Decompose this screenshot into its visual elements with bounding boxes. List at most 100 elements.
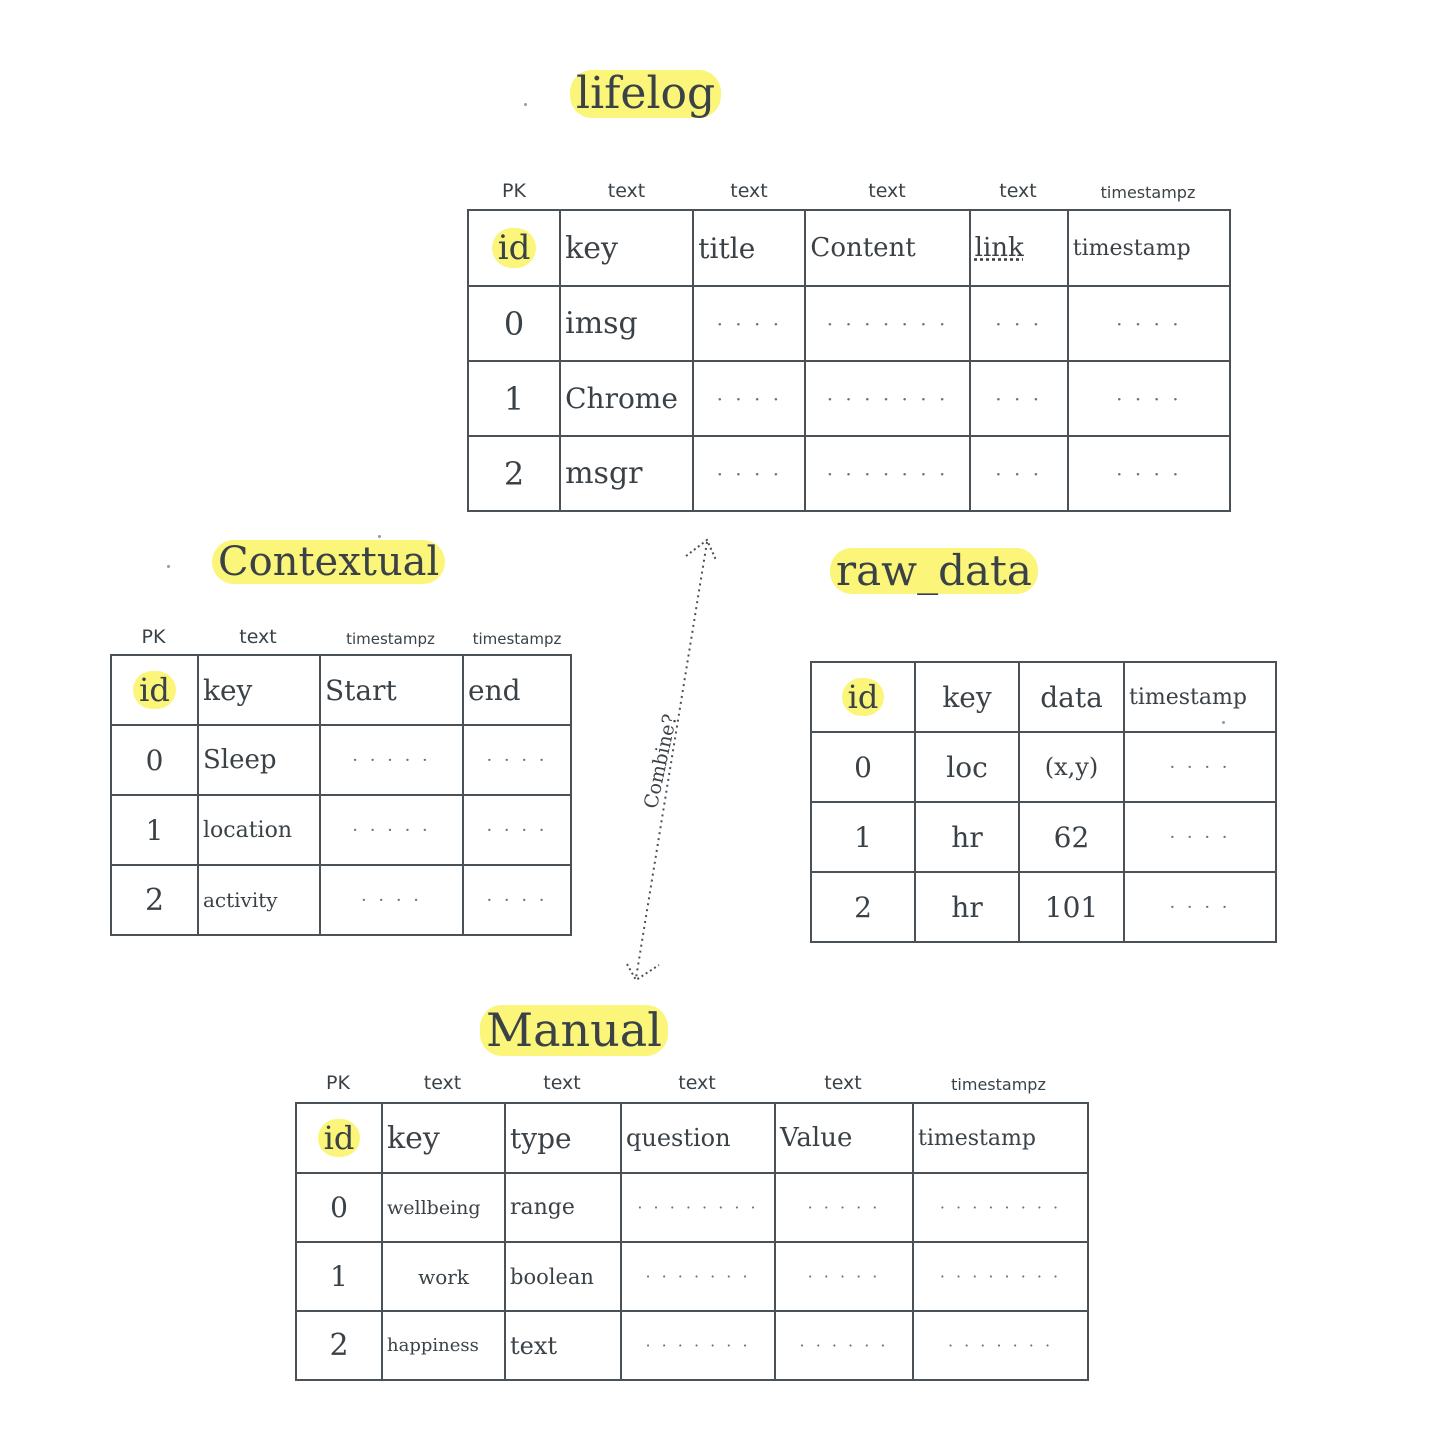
cell: 0 xyxy=(466,285,562,362)
type-label: timestampz xyxy=(951,1075,1046,1094)
cell: · · · · xyxy=(1066,285,1232,362)
column-header-data: data xyxy=(1018,661,1125,733)
table-row: 2 happiness text · · · · · · · · · · · ·… xyxy=(295,1310,1089,1381)
table-row: 2 activity · · · · · · · · xyxy=(110,864,572,936)
cell: · · · · xyxy=(692,435,807,512)
cell: · · · · · · · xyxy=(804,360,971,437)
combine-arrow-line xyxy=(635,541,708,979)
cell: 2 xyxy=(295,1310,383,1381)
column-header-value: Value xyxy=(774,1102,914,1174)
column-header-id: id xyxy=(110,654,199,726)
cell: hr xyxy=(914,871,1020,943)
cell: 101 xyxy=(1018,871,1125,943)
cell: · · · · · xyxy=(319,724,464,796)
cell: 0 xyxy=(110,724,199,796)
column-header-type: type xyxy=(504,1102,622,1174)
cell: · · · · xyxy=(692,285,807,362)
manual-table: id key type question Value timestamp 0 w… xyxy=(295,1102,1089,1381)
contextual-type-row: PK text timestampz timestampz xyxy=(110,626,572,648)
cell: · · · · xyxy=(1066,435,1232,512)
table-row: 1 work boolean · · · · · · · · · · · · ·… xyxy=(295,1241,1089,1312)
cell: · · · · · · · · xyxy=(912,1241,1089,1312)
cell: text xyxy=(504,1310,622,1381)
type-label: timestampz xyxy=(472,630,562,648)
cell: · · · · xyxy=(1123,871,1277,943)
cell: 2 xyxy=(110,864,199,936)
cell: loc xyxy=(914,731,1020,803)
lifelog-title: lifelog xyxy=(570,69,722,119)
cell: · · · · · xyxy=(319,794,464,866)
cell: (x,y) xyxy=(1018,731,1125,803)
column-header-id: id xyxy=(466,209,562,287)
contextual-title: Contextual xyxy=(212,540,446,584)
table-row: 2 msgr · · · · · · · · · · · · · · · · ·… xyxy=(466,435,1232,512)
column-header-key: key xyxy=(559,209,695,287)
column-header-link: link xyxy=(968,209,1069,287)
stray-mark xyxy=(378,535,381,538)
lifelog-table: id key title Content link timestamp 0 im… xyxy=(466,209,1232,512)
cell: happiness xyxy=(381,1310,506,1381)
cell: · · · · · xyxy=(774,1172,914,1243)
type-label: text xyxy=(999,180,1037,202)
contextual-table: id key Start end 0 Sleep · · · · · · · ·… xyxy=(110,654,572,936)
column-header-key: key xyxy=(197,654,321,726)
cell: · · · · xyxy=(1066,360,1232,437)
column-header-key: key xyxy=(914,661,1020,733)
arrowhead-down-icon xyxy=(626,963,660,982)
cell: · · · · · · · xyxy=(620,1310,776,1381)
cell: location xyxy=(197,794,321,866)
cell: · · · · · · · xyxy=(804,285,971,362)
cell: · · · · xyxy=(462,724,572,796)
type-label: text xyxy=(239,626,277,648)
table-row: 1 Chrome · · · · · · · · · · · · · · · ·… xyxy=(466,360,1232,437)
column-header-id: id xyxy=(295,1102,383,1174)
table-row: 0 Sleep · · · · · · · · · xyxy=(110,724,572,796)
cell: 2 xyxy=(466,435,562,512)
cell: range xyxy=(504,1172,622,1243)
table-row: 1 hr 62 · · · · xyxy=(810,801,1277,873)
type-label: text xyxy=(543,1072,581,1094)
cell: activity xyxy=(197,864,321,936)
cell: hr xyxy=(914,801,1020,873)
cell: 1 xyxy=(295,1241,383,1312)
type-label: text xyxy=(824,1072,862,1094)
manual-type-row: PK text text text text timestampz xyxy=(295,1072,1085,1094)
cell: · · · · · · · xyxy=(804,435,971,512)
type-label: timestampz xyxy=(346,630,435,648)
cell: · · · xyxy=(968,285,1069,362)
column-header-timestamp: timestamp xyxy=(912,1102,1089,1174)
cell: · · · · xyxy=(462,864,572,936)
stray-mark xyxy=(167,565,170,568)
cell: · · · · xyxy=(692,360,807,437)
column-header-question: question xyxy=(620,1102,776,1174)
column-header-start: Start xyxy=(319,654,464,726)
column-header-id: id xyxy=(810,661,916,733)
column-header-timestamp: timestamp xyxy=(1123,661,1277,733)
table-row: 0 imsg · · · · · · · · · · · · · · · · ·… xyxy=(466,285,1232,362)
cell: 1 xyxy=(110,794,199,866)
cell: 2 xyxy=(810,871,916,943)
table-header-row: id key Start end xyxy=(110,654,572,726)
cell: · · · · · · · xyxy=(620,1241,776,1312)
column-header-timestamp: timestamp xyxy=(1066,209,1232,287)
cell: msgr xyxy=(559,435,695,512)
type-label: PK xyxy=(502,180,526,202)
cell: 62 xyxy=(1018,801,1125,873)
type-label: text xyxy=(423,1072,462,1094)
column-header-title: title xyxy=(692,209,807,287)
type-label: text xyxy=(730,180,768,202)
cell: 1 xyxy=(466,360,562,437)
cell: wellbeing xyxy=(381,1172,506,1243)
cell: · · · · · xyxy=(774,1241,914,1312)
cell: · · · · · · · · xyxy=(620,1172,776,1243)
table-row: 2 hr 101 · · · · xyxy=(810,871,1277,943)
cell: · · · · xyxy=(1123,731,1277,803)
cell: · · · · · · xyxy=(774,1310,914,1381)
manual-title: Manual xyxy=(480,1005,668,1056)
raw-data-table: id key data timestamp 0 loc (x,y) · · · … xyxy=(810,661,1277,943)
stray-mark xyxy=(1222,721,1225,724)
cell: · · · · · · · xyxy=(912,1310,1089,1381)
stray-mark xyxy=(524,103,527,106)
cell: · · · · · · · · xyxy=(912,1172,1089,1243)
